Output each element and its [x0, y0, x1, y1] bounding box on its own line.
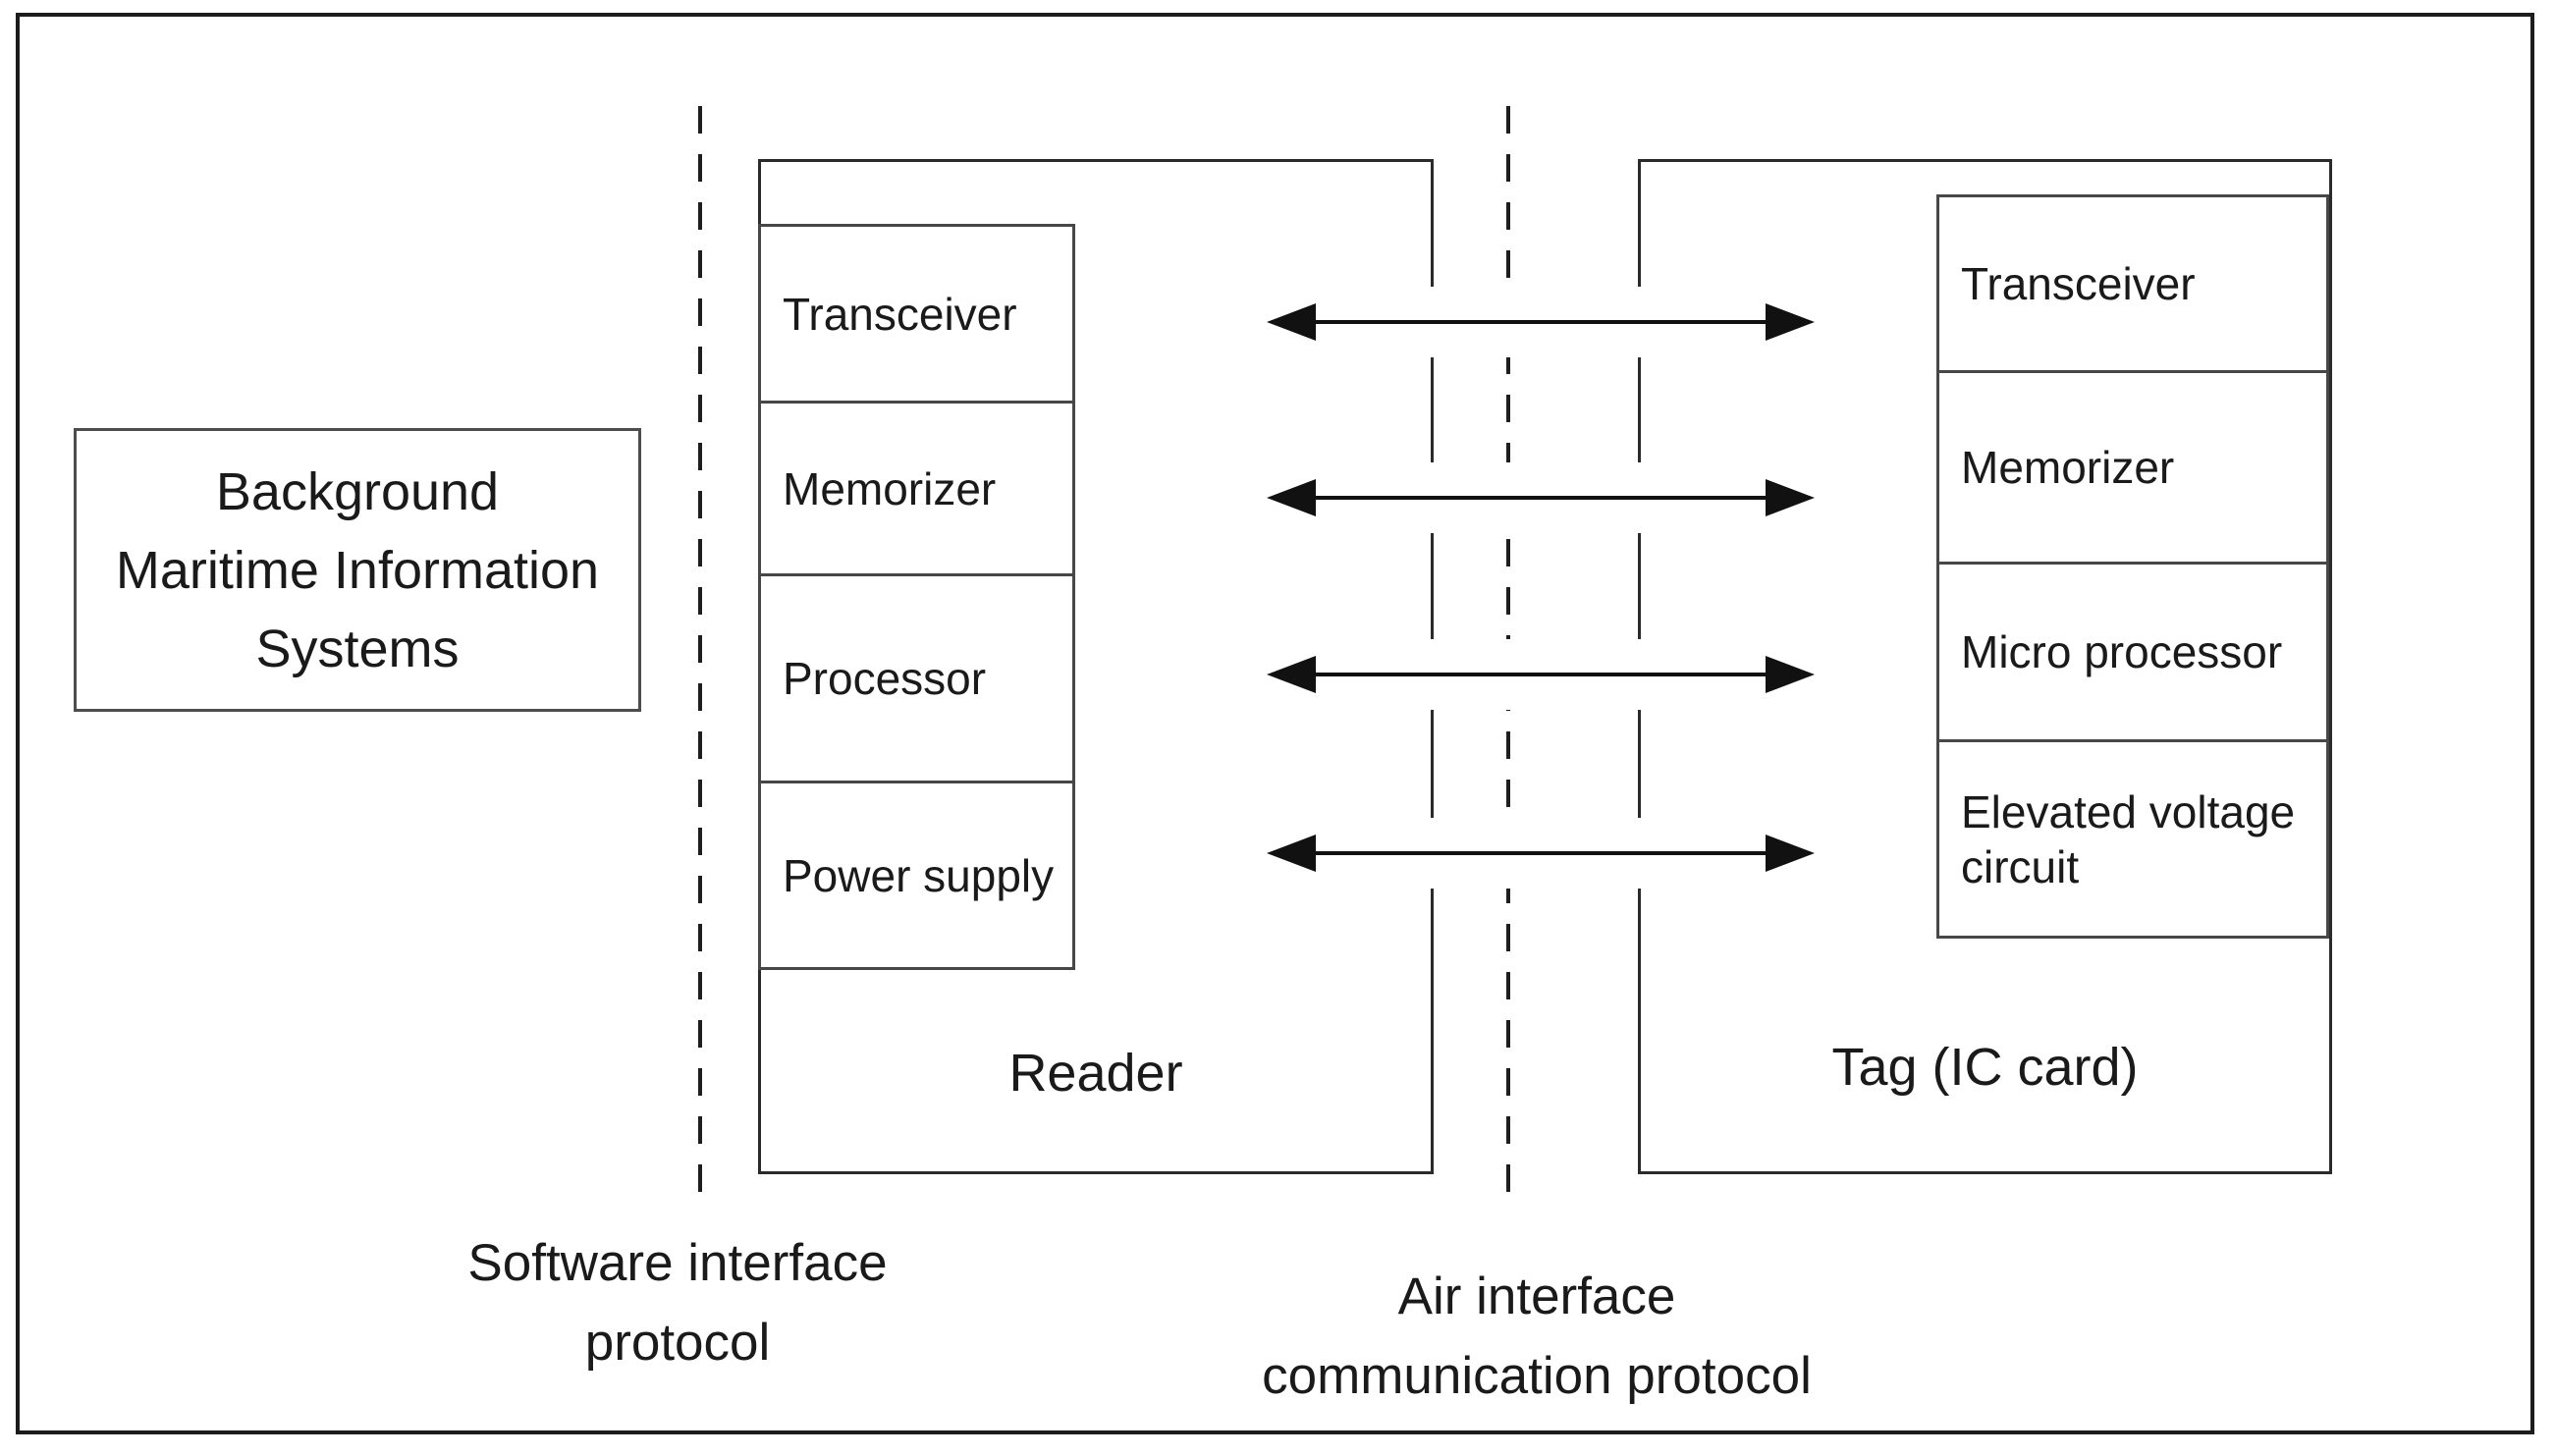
air-interface-protocol-caption: Air interface communication protocol [1164, 1257, 1910, 1416]
bidirectional-arrow-memorizer [1267, 462, 1815, 533]
arrow-shaft [1300, 320, 1781, 324]
tag-component-memorizer: Memorizer [1936, 370, 2329, 565]
component-label: Power supply [783, 849, 1055, 901]
tag-component-micro-processor: Micro processor [1936, 562, 2329, 742]
tag-title: Tag (IC card) [1831, 1038, 2139, 1097]
arrowhead-right-icon [1766, 656, 1815, 693]
background-box-line: Maritime Information [115, 540, 600, 600]
tag-component-stack: Transceiver Memorizer Micro processor El… [1936, 194, 2329, 939]
caption-line: Software interface [467, 1234, 888, 1292]
software-interface-dashed-line [698, 106, 702, 1196]
arrow-shaft [1300, 851, 1781, 855]
software-interface-protocol-caption: Software interface protocol [393, 1223, 962, 1382]
component-label: Transceiver [783, 288, 1017, 340]
bidirectional-arrow-processor [1267, 639, 1815, 710]
component-label: Micro processor [1961, 626, 2283, 677]
page-border [16, 13, 2534, 1434]
component-label: Processor [783, 653, 987, 704]
arrowhead-right-icon [1766, 835, 1815, 872]
caption-line: Air interface [1397, 1267, 1676, 1325]
reader-component-stack: Transceiver Memorizer Processor Power su… [758, 224, 1075, 970]
bidirectional-arrow-transceiver [1267, 287, 1815, 357]
component-label: Elevated voltage circuit [1961, 785, 2296, 892]
component-label: Memorizer [1961, 442, 2175, 493]
background-box-line: Background [215, 461, 500, 521]
component-label: Memorizer [783, 462, 997, 514]
arrowhead-right-icon [1766, 479, 1815, 516]
reader-component-power-supply: Power supply [758, 781, 1075, 970]
reader-title: Reader [1008, 1044, 1183, 1103]
caption-line: communication protocol [1262, 1347, 1812, 1405]
tag-component-transceiver: Transceiver [1936, 194, 2329, 373]
reader-component-processor: Processor [758, 573, 1075, 783]
tag-component-elevated-voltage-circuit: Elevated voltage circuit [1936, 739, 2329, 939]
component-label: Transceiver [1961, 258, 2196, 309]
background-maritime-systems-box: Background Maritime Information Systems [74, 428, 641, 712]
background-box-line: Systems [255, 619, 460, 678]
arrowhead-right-icon [1766, 303, 1815, 341]
arrow-shaft [1300, 673, 1781, 676]
bidirectional-arrow-power [1267, 818, 1815, 889]
reader-component-transceiver: Transceiver [758, 224, 1075, 404]
caption-line: protocol [584, 1314, 771, 1372]
reader-component-memorizer: Memorizer [758, 401, 1075, 576]
arrow-shaft [1300, 496, 1781, 500]
